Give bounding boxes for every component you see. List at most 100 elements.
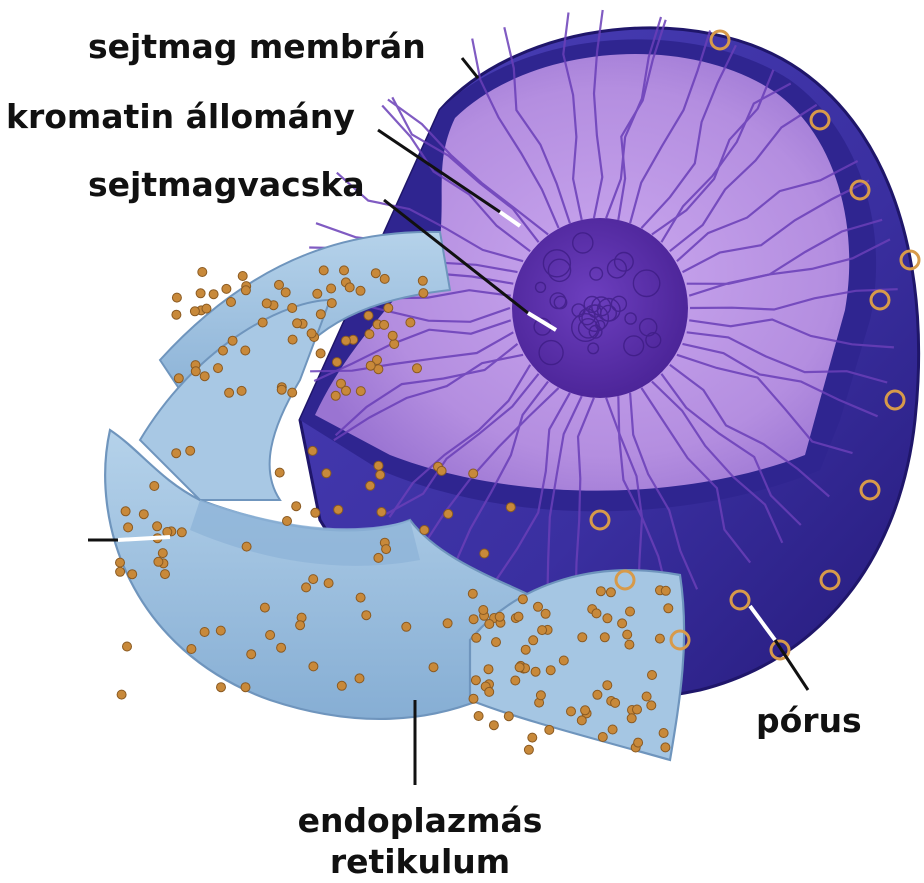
ribosome-dot [634,738,643,747]
ribosome-dot [528,733,537,742]
ribosome-dot [603,614,612,623]
ribosome-dot [485,620,494,629]
ribosome-dot [241,286,250,295]
ribosome-dot [266,631,275,640]
ribosome-dot [402,622,411,631]
ribosome-dot [469,694,478,703]
ribosome-dot [225,388,234,397]
ribosome-dot [216,626,225,635]
ribosome-dot [293,319,302,328]
ribosome-dot [150,482,159,491]
ribosome-dot [124,523,133,532]
ribosome-dot [514,612,523,621]
ribosome-dot [334,505,343,514]
ribosome-dot [474,712,483,721]
ribosome-dot [281,288,290,297]
ribosome-dot [536,691,545,700]
ribosome-dot [648,671,657,680]
ribosome-dot [302,583,311,592]
ribosome-dot [618,619,627,628]
ribosome-dot [217,683,226,692]
ribosome-dot [316,349,325,358]
ribosome-dot [374,553,383,562]
ribosome-dot [469,615,478,624]
ribosome-dot [521,645,530,654]
ribosome-dot [117,690,126,699]
ribosome-dot [664,604,673,613]
ribosome-dot [592,609,601,618]
ribosome-dot [324,579,333,588]
ribosome-dot [153,522,162,531]
ribosome-dot [538,626,547,635]
ribosome-dot [531,667,540,676]
ribosome-dot [578,633,587,642]
ribosome-dot [296,621,305,630]
ribosome-dot [429,663,438,672]
label-er-line1: endoplazmás [270,800,570,841]
ribosome-dot [366,361,375,370]
ribosome-dot [419,289,428,298]
ribosome-dot [337,681,346,690]
ribosome-dot [288,388,297,397]
ribosome-dot [504,712,513,721]
label-er-line2: retikulum [270,841,570,882]
ribosome-dot [288,335,297,344]
ribosome-dot [356,286,365,295]
ribosome-dot [382,545,391,554]
ribosome-dot [313,289,322,298]
ribosome-dot [275,468,284,477]
ribosome-dot [172,293,181,302]
ribosome-dot [331,391,340,400]
ribosome-dot [633,705,642,714]
ribosome-dot [316,310,325,319]
ribosome-dot [366,481,375,490]
ribosome-dot [309,662,318,671]
ribosome-dot [277,385,286,394]
ribosome-dot [443,619,452,628]
ribosome-dot [308,446,317,455]
ribosome-dot [342,386,351,395]
ribosome-dot [420,526,429,535]
ribosome-dot [174,374,183,383]
ribosome-dot [377,508,386,517]
ribosome-dot [603,681,612,690]
ribosome-dot [444,509,453,518]
ribosome-dot [163,528,172,537]
ribosome-dot [172,449,181,458]
ribosome-dot [380,320,389,329]
ribosome-dot [309,575,318,584]
ribosome-dot [518,595,527,604]
ribosome-dot [262,299,271,308]
ribosome-dot [365,330,374,339]
ribosome-dot [327,299,336,308]
ribosome-dot [593,690,602,699]
ribosome-dot [655,634,664,643]
ribosome-dot [241,346,250,355]
ribosome-dot [341,336,350,345]
ribosome-dot [191,367,200,376]
ribosome-dot [418,276,427,285]
ribosome-dot [355,674,364,683]
ribosome-dot [322,469,331,478]
ribosome-dot [345,283,354,292]
label-chromatin: kromatin állomány [6,100,355,133]
ribosome-dot [596,587,605,596]
ribosome-dot [581,706,590,715]
ribosome-dot [642,692,651,701]
ribosome-dot [327,284,336,293]
ribosome-dot [598,733,607,742]
ribosome-dot [209,290,218,299]
ribosome-dot [332,358,341,367]
ribosome-dot [495,612,504,621]
ribosome-dot [384,304,393,313]
ribosome-dot [319,266,328,275]
ribosome-dot [121,507,130,516]
ribosome-dot [390,340,399,349]
ribosome-dot [228,336,237,345]
ribosome-dot [242,542,251,551]
ribosome-dot [172,310,181,319]
ribosome-dot [611,698,620,707]
ribosome-dot [237,386,246,395]
ribosome-dot [356,387,365,396]
